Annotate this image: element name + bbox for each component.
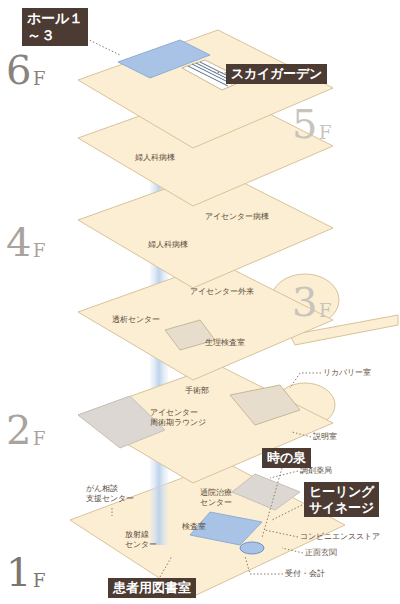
floor-number: 1	[6, 552, 31, 592]
callout-text: 時の泉	[267, 450, 306, 466]
floor-number: F	[33, 242, 46, 260]
label-text: 1	[6, 549, 31, 595]
floor-number: F	[319, 124, 332, 142]
callout-text: スカイガーデン	[231, 66, 322, 82]
floor-3	[78, 262, 398, 380]
floor-number: F	[319, 302, 332, 320]
room-label: アイセンター病棟	[205, 212, 269, 222]
label-text: 2	[6, 407, 31, 453]
floor-number: 4	[6, 222, 31, 262]
room-label: 放射線 センター	[125, 530, 157, 549]
label-text: F	[319, 300, 332, 321]
label-text: 婦人科病棟	[135, 153, 175, 162]
label-text: 4	[6, 219, 31, 265]
callout-box: 患者用図書室	[108, 578, 196, 598]
callout-text: ホール１～３	[27, 10, 83, 44]
floor-number: 6	[6, 50, 31, 90]
room-label: コンビニエンスストア	[300, 532, 380, 542]
label-text: 婦人科病棟	[148, 240, 188, 249]
callout-box: 時の泉	[262, 448, 311, 468]
room-label: 手術部	[185, 386, 209, 396]
label-text: 通院治療 センター	[200, 488, 232, 507]
label-text: F	[33, 428, 46, 449]
room-label: 透析センター	[112, 315, 160, 325]
label-text: 検査室	[182, 522, 206, 531]
floor-number: F	[33, 572, 46, 590]
callout-box: スカイガーデン	[226, 64, 327, 84]
label-text: 5	[292, 101, 317, 147]
label-text: リカバリー室	[323, 368, 371, 377]
label-text: F	[33, 570, 46, 591]
room-label: 説明室	[313, 432, 337, 442]
leader-lines	[52, 22, 321, 577]
room-label: アイセンター 周術期ラウンジ	[150, 408, 206, 427]
label-text: 放射線 センター	[125, 530, 157, 549]
label-text: F	[33, 68, 46, 89]
floor-number: F	[33, 430, 46, 448]
room-label: がん相談 支援センター	[86, 484, 134, 503]
label-text: F	[33, 240, 46, 261]
callout-text: ヒーリング サイネージ	[309, 484, 374, 515]
label-text: がん相談 支援センター	[86, 484, 134, 503]
room-label: 婦人科病棟	[148, 240, 188, 250]
room-label: 婦人科病棟	[135, 153, 175, 163]
label-text: アイセンター病棟	[205, 212, 269, 221]
label-text: コンビニエンスストア	[300, 532, 380, 541]
label-text: 説明室	[313, 432, 337, 441]
label-text: アイセンター外来	[190, 287, 254, 296]
label-text: 正面玄関	[305, 548, 337, 557]
room-label: リカバリー室	[323, 368, 371, 378]
floor-number: 2	[6, 410, 31, 450]
label-text: 6	[6, 47, 31, 93]
label-text: 生理検査室	[205, 338, 245, 347]
room-label: 生理検査室	[205, 338, 245, 348]
room-label: アイセンター外来	[190, 287, 254, 297]
room-label: 通院治療 センター	[200, 488, 232, 507]
callout-box: ホール１～３	[22, 8, 88, 46]
room-label: 検査室	[182, 522, 206, 532]
label-text: 手術部	[185, 386, 209, 395]
room-label: 正面玄関	[305, 548, 337, 558]
label-text: F	[319, 122, 332, 143]
label-text: 受付・会計	[285, 569, 325, 578]
callout-box: ヒーリング サイネージ	[304, 482, 379, 517]
label-text: 透析センター	[112, 315, 160, 324]
label-text: 3	[292, 279, 317, 325]
floor-2	[78, 365, 335, 483]
floor-6	[78, 30, 333, 148]
label-text: アイセンター 周術期ラウンジ	[150, 408, 206, 427]
floor-number: 5	[292, 104, 317, 144]
floor-number: 3	[292, 282, 317, 322]
room-label: 受付・会計	[285, 569, 325, 579]
floor-number: F	[33, 70, 46, 88]
callout-text: 患者用図書室	[113, 580, 191, 596]
